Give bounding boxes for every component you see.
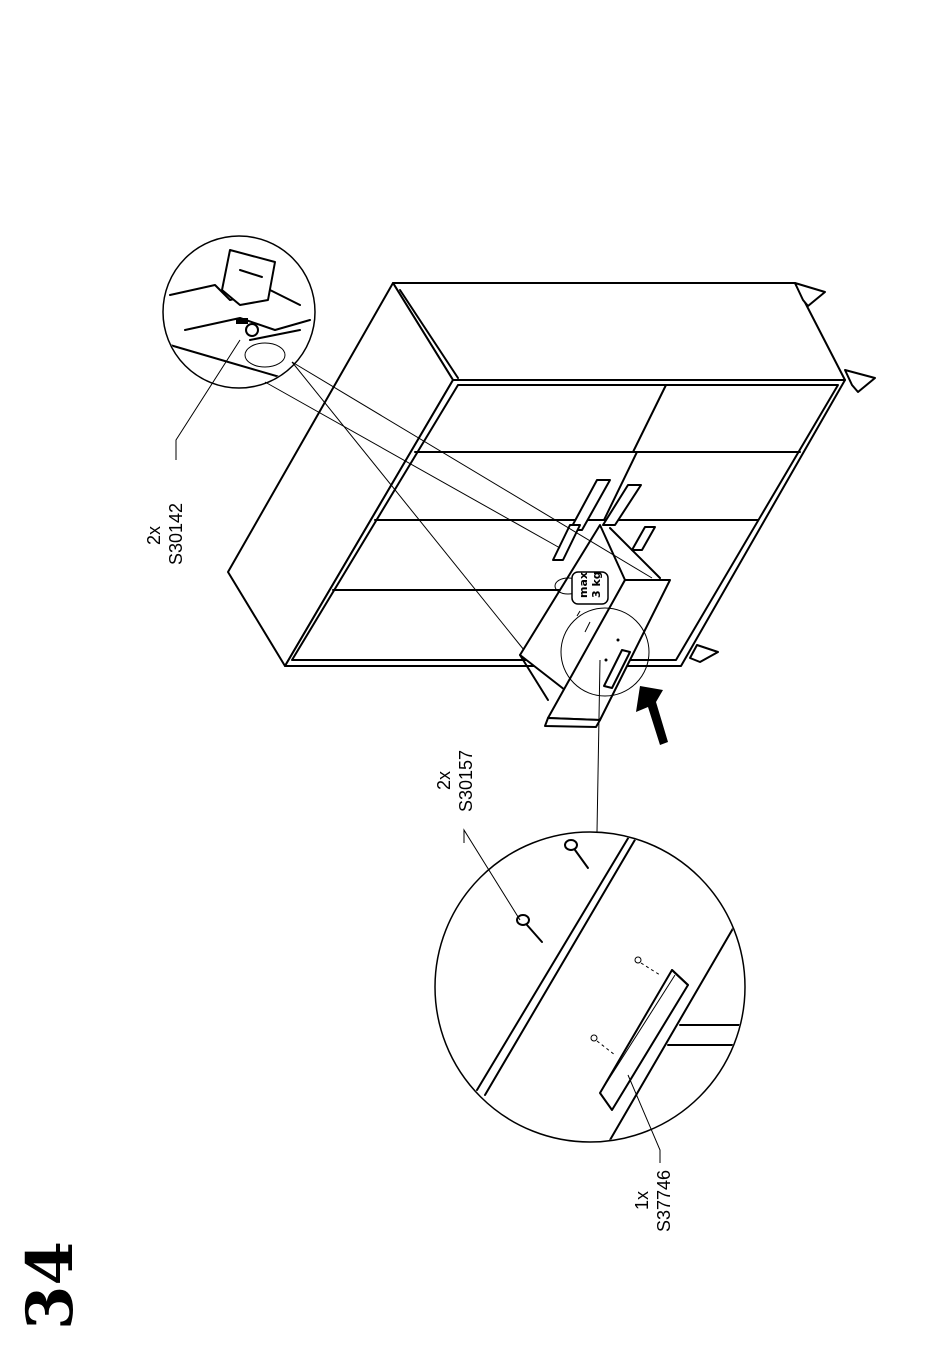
- callout-handle-qty: 1x: [632, 1191, 652, 1210]
- callout-screws-top: 2x S30142: [144, 503, 186, 565]
- callout-screws-mid-code: S30157: [456, 750, 476, 812]
- load-badge-line2: 3 kg: [590, 571, 603, 598]
- cabinet-leg-3: [690, 645, 718, 662]
- detail-circle-handle: [435, 832, 745, 1142]
- load-badge-line1: max: [577, 572, 590, 598]
- step-number: 34: [13, 1241, 88, 1330]
- step-number-text: 34: [13, 1241, 88, 1330]
- cabinet-leg-2: [845, 370, 875, 392]
- callout-screws-mid-qty: 2x: [434, 771, 454, 790]
- drawer-front-edge: [545, 718, 600, 727]
- callout-handle: 1x S37746: [632, 1170, 674, 1232]
- cabinet-top-panel: [393, 283, 845, 380]
- push-arrow-icon: [636, 686, 668, 745]
- callout-handle-code: S37746: [654, 1170, 674, 1232]
- screw-head-icon: [246, 324, 258, 336]
- callout-screws-top-qty: 2x: [144, 526, 164, 545]
- detail-circle-runner: [163, 236, 315, 388]
- callout-screws-mid: 2x S30157: [434, 750, 476, 812]
- callout-screws-top-code: S30142: [166, 503, 186, 565]
